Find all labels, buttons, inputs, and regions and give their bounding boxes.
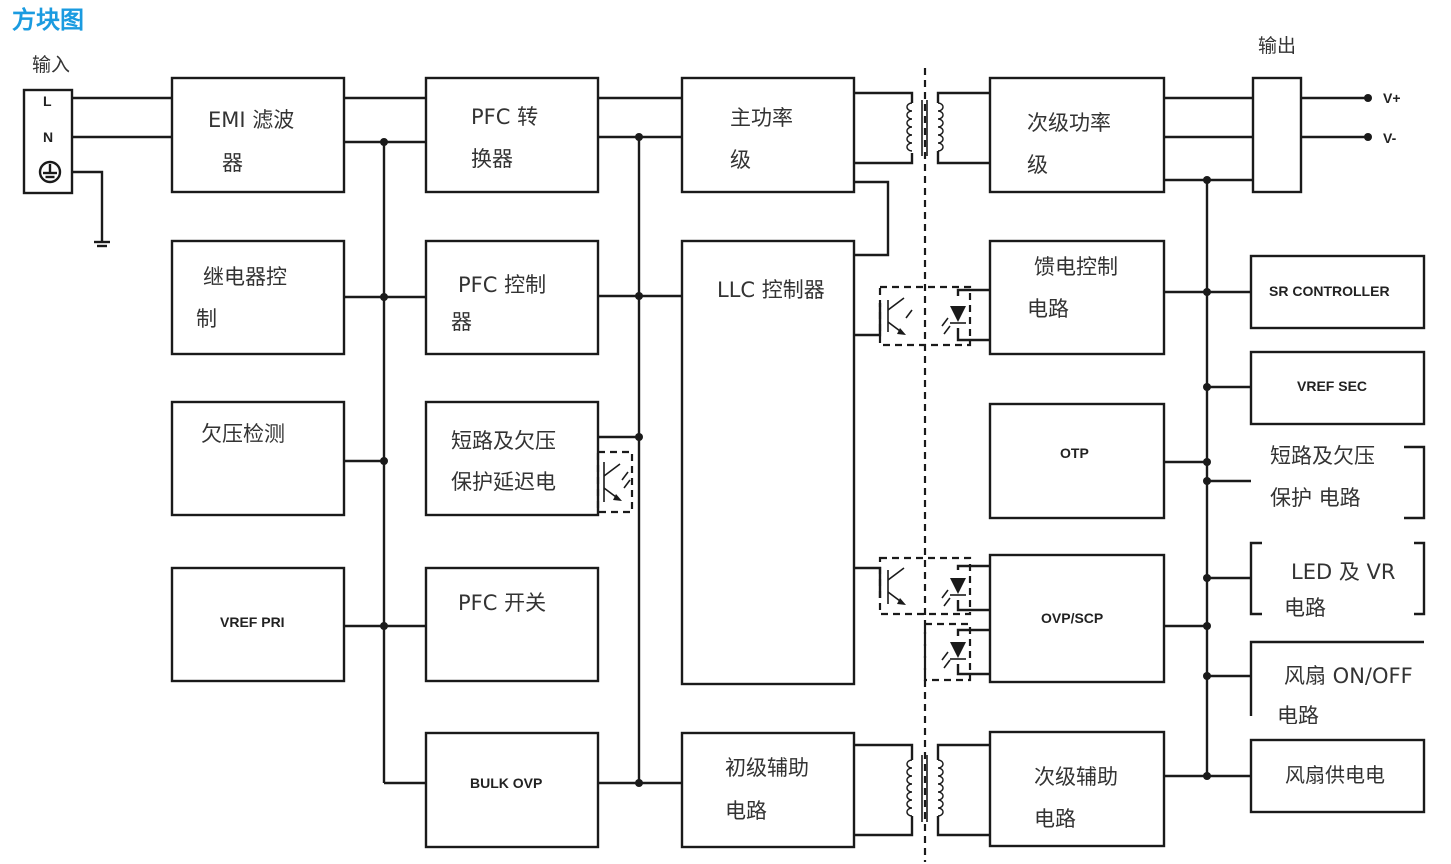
otp-label: OTP — [1060, 445, 1089, 461]
vminus-label: V- — [1383, 130, 1397, 146]
main-power-stage-line2: 级 — [730, 148, 751, 172]
terminal-n: N — [43, 129, 53, 145]
relay-control-line1: 继电器控 — [203, 265, 287, 289]
main-transformer-icon — [854, 91, 990, 165]
fan-supply-block — [1249, 738, 1426, 814]
fan-onoff-line1: 风扇 ON/OFF — [1284, 664, 1413, 688]
primary-aux-line2: 电路 — [725, 799, 767, 823]
fan-supply-label: 风扇供电电 — [1285, 763, 1385, 787]
vref-pri-block — [170, 566, 346, 683]
sr-controller-label: SR CONTROLLER — [1269, 283, 1390, 299]
short-undervolt-delay-block — [424, 400, 600, 517]
fan-onoff-line2: 电路 — [1277, 704, 1319, 728]
emi-filter-line2: 器 — [222, 151, 243, 175]
pfc-controller-line1: PFC 控制 — [458, 273, 546, 297]
main-power-stage-block — [680, 76, 856, 194]
emi-filter-block — [170, 76, 346, 194]
emi-filter-line1: EMI 滤波 — [208, 108, 294, 132]
vminus-terminal-icon — [1364, 133, 1372, 141]
vref-sec-label: VREF SEC — [1297, 378, 1367, 394]
optocoupler-primary-icon — [596, 450, 634, 514]
short-undervolt-sec-bracket — [1404, 445, 1426, 520]
diagram-title: 方块图 — [12, 6, 84, 34]
pfc-switch-label: PFC 开关 — [458, 591, 546, 615]
main-power-stage-line1: 主功率 — [730, 106, 793, 130]
secondary-aux-line1: 次级辅助 — [1034, 765, 1118, 789]
terminal-l: L — [43, 93, 52, 109]
ovp-scp-label: OVP/SCP — [1041, 610, 1103, 626]
relay-control-block — [170, 239, 346, 356]
short-undervolt-delay-line2: 保护延迟电 — [451, 470, 556, 494]
led-vr-line2: 电路 — [1284, 596, 1326, 620]
secondary-power-stage-line2: 级 — [1027, 153, 1048, 177]
secondary-power-stage-line1: 次级功率 — [1027, 111, 1111, 135]
undervoltage-detect-label: 欠压检测 — [201, 422, 285, 446]
secondary-power-stage-block — [988, 76, 1166, 194]
ovp-scp-block — [988, 553, 1166, 684]
relay-control-line2: 制 — [196, 307, 217, 331]
sr-controller-block — [1249, 254, 1426, 330]
aux-transformer-icon — [854, 743, 990, 837]
vplus-label: V+ — [1383, 90, 1401, 106]
pfc-switch-block — [424, 566, 600, 683]
otp-block — [988, 402, 1166, 520]
feedback-control-block — [988, 239, 1166, 356]
earth-ground-icon — [38, 160, 62, 184]
optocoupler-ovp-icon — [854, 556, 990, 616]
llc-controller-block — [680, 239, 856, 686]
vref-sec-block — [1249, 350, 1426, 426]
undervoltage-detect-block — [170, 400, 346, 517]
led-vr-line1: LED 及 VR — [1291, 560, 1395, 584]
pfc-converter-line1: PFC 转 — [471, 105, 538, 129]
bulk-ovp-block — [424, 731, 600, 849]
bulk-ovp-label: BULK OVP — [470, 775, 542, 791]
pfc-controller-block — [424, 239, 600, 356]
output-filter-block — [1251, 76, 1303, 194]
vplus-terminal-icon — [1364, 94, 1372, 102]
short-undervolt-sec-line1: 短路及欠压 — [1270, 444, 1375, 468]
chassis-ground-icon — [94, 240, 110, 248]
led-vr-bracket — [1249, 541, 1426, 616]
vref-pri-label: VREF PRI — [220, 614, 285, 630]
short-undervolt-delay-line1: 短路及欠压 — [451, 429, 556, 453]
secondary-aux-line2: 电路 — [1034, 807, 1076, 831]
pfc-controller-line2: 器 — [451, 310, 472, 334]
pfc-converter-block — [424, 76, 600, 194]
primary-aux-block — [680, 731, 856, 849]
llc-controller-label: LLC 控制器 — [717, 278, 825, 302]
secondary-aux-block — [988, 730, 1166, 848]
optocoupler-scp-icon — [923, 622, 990, 682]
input-terminal: L N — [22, 88, 74, 195]
pfc-converter-line2: 换器 — [471, 147, 513, 171]
primary-aux-line1: 初级辅助 — [725, 756, 809, 780]
fan-onoff-bracket — [1249, 640, 1424, 716]
optocoupler-feedback-icon — [854, 285, 990, 347]
feedback-control-line2: 电路 — [1027, 297, 1069, 321]
short-undervolt-sec-line2: 保护 电路 — [1270, 486, 1361, 510]
input-label: 输入 — [32, 54, 70, 76]
output-label: 输出 — [1258, 35, 1296, 57]
feedback-control-line1: 馈电控制 — [1034, 255, 1118, 279]
